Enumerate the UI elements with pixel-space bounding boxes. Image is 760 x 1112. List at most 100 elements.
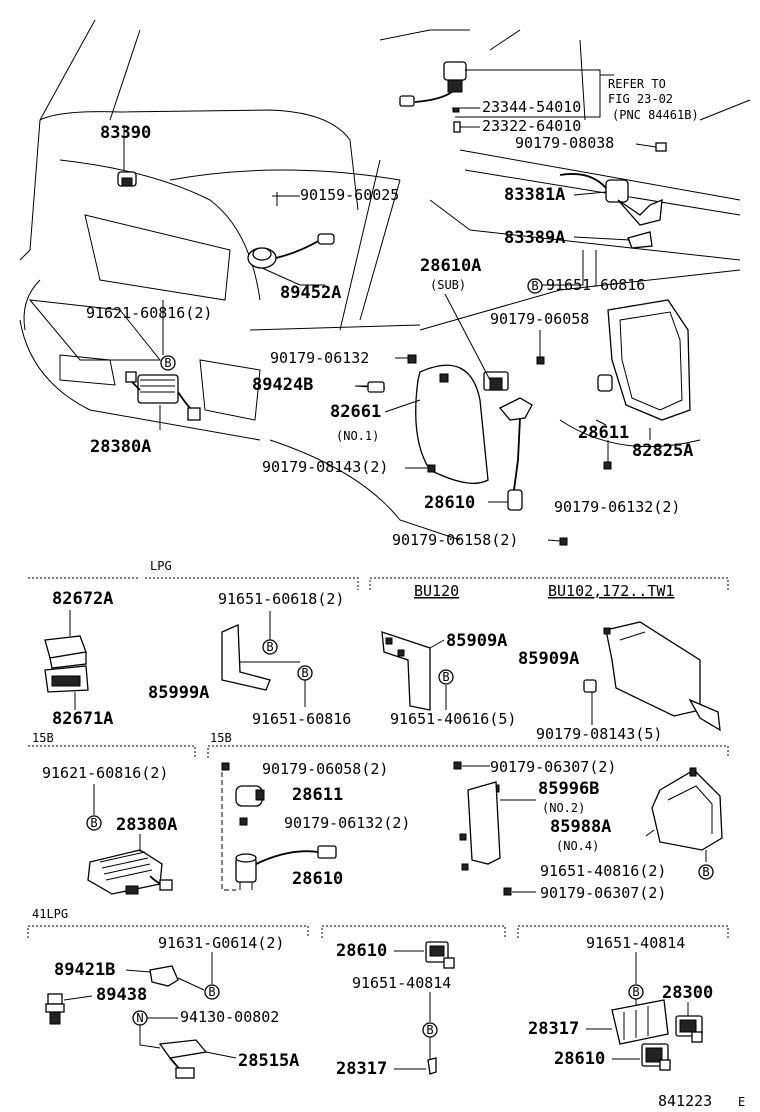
symbol-b-row3-2: B [698, 864, 714, 880]
part-28317-b-bracket [586, 999, 669, 1045]
label-28317-b: 28317 [528, 1019, 579, 1039]
label-89424B: 89424B [252, 375, 313, 395]
label-85999A: 85999A [148, 683, 209, 703]
part-28610-mid-solenoid [221, 772, 337, 891]
part-28610-b1-relay [394, 941, 455, 969]
label-23322-64010: 23322-64010 [482, 117, 581, 135]
label-no4: (NO.4) [556, 839, 599, 853]
label-85988A: 85988A [550, 817, 611, 837]
part-91621-28380A-top [125, 371, 201, 421]
symbol-n-row4: N [132, 1010, 178, 1049]
part-85988A-bracket [645, 767, 723, 862]
symbol-b-top-1: B [160, 355, 176, 371]
label-90179-06058-top: 90179-06058 [490, 310, 589, 328]
part-85999A-bracket [221, 611, 306, 707]
svg-text:B: B [531, 279, 538, 293]
part-28610-top-solenoid [498, 397, 533, 511]
svg-text:B: B [301, 666, 308, 680]
part-28610-b2-relay [612, 1043, 671, 1071]
label-90179-06307-b: 90179-06307(2) [540, 884, 666, 902]
symbol-b-row4-2: B [422, 992, 438, 1060]
label-no2: (NO.2) [542, 801, 585, 815]
nut-90179-06132-top [407, 354, 417, 364]
part-28317-a-bracket [394, 1057, 437, 1075]
svg-text:B: B [632, 985, 639, 999]
label-82825A: 82825A [632, 441, 693, 461]
svg-text:B: B [90, 816, 97, 830]
label-91651-60816-mid: 91651-60816 [252, 710, 351, 728]
label-85909A-1: 85909A [446, 631, 507, 651]
label-90179-06307-a: 90179-06307(2) [490, 758, 616, 776]
label-82672A: 82672A [52, 589, 113, 609]
label-refer-1: REFER TO [608, 77, 666, 91]
part-89452A-sensor [247, 233, 335, 269]
label-23344-54010: 23344-54010 [482, 98, 581, 116]
label-82671A: 82671A [52, 709, 113, 729]
label-no1: (NO.1) [336, 429, 379, 443]
label-83389A: 83389A [504, 228, 565, 248]
section-brackets-row2 [28, 577, 729, 590]
part-82661-bracket [415, 364, 489, 484]
symbol-b-top-2: B [527, 278, 543, 294]
label-90179-08038: 90179-08038 [515, 134, 614, 152]
symbol-b-mid-1: B [262, 639, 278, 655]
label-91651-60618: 91651-60618(2) [218, 590, 344, 608]
label-91651-40814-a: 91651-40814 [352, 974, 451, 992]
label-90179-06058-mid: 90179-06058(2) [262, 760, 388, 778]
label-90159-60025: 90159-60025 [300, 186, 399, 204]
svg-text:B: B [442, 670, 449, 684]
label-28610-mid: 28610 [292, 869, 343, 889]
label-90179-06132-mid: 90179-06132(2) [284, 814, 410, 832]
symbol-b-mid-2: B [297, 665, 313, 681]
label-28380A-mid: 28380A [116, 815, 177, 835]
label-figure-number: 841223 [658, 1092, 712, 1110]
label-refer-2: FIG 23-02 [608, 92, 673, 106]
label-15b-1: 15B [32, 731, 54, 745]
symbol-b-mid-3: B [438, 669, 454, 685]
truck-cab-outline [19, 19, 751, 541]
part-89421B-bracket [125, 965, 205, 991]
label-85996B: 85996B [538, 779, 599, 799]
section-brackets-row3 [28, 745, 729, 758]
label-bu102: BU102,172..TW1 [548, 582, 674, 600]
label-28610A: 28610A [420, 256, 481, 276]
part-85996B-bracket [459, 765, 536, 893]
svg-text:N: N [136, 1011, 143, 1025]
part-82825A-cover [597, 299, 691, 421]
label-28380A-top: 28380A [90, 437, 151, 457]
label-85909A-2: 85909A [518, 649, 579, 669]
label-sub: (SUB) [430, 278, 466, 292]
label-lpg: LPG [150, 559, 172, 573]
label-28610-b2: 28610 [554, 1049, 605, 1069]
label-82661: 82661 [330, 402, 381, 422]
svg-text:B: B [702, 865, 709, 879]
part-28611-mid [235, 785, 265, 807]
label-28611-top: 28611 [578, 423, 629, 443]
label-83381A: 83381A [504, 185, 565, 205]
label-91631-g0614: 91631-G0614(2) [158, 934, 284, 952]
label-83390: 83390 [100, 123, 151, 143]
label-90179-08143-top: 90179-08143(2) [262, 458, 388, 476]
svg-text:B: B [426, 1023, 433, 1037]
part-85909A-bu120 [381, 631, 447, 711]
label-91651-40616: 91651-40616(5) [390, 710, 516, 728]
label-94130-00802: 94130-00802 [180, 1008, 279, 1026]
label-91651-60816-top: 91651-60816 [546, 276, 645, 294]
part-89438-sensor [45, 993, 93, 1025]
label-90179-06158: 90179-06158(2) [392, 531, 518, 549]
part-85909A-bu102 [583, 621, 721, 732]
label-28300: 28300 [662, 983, 713, 1003]
part-28380A-mid [87, 834, 173, 895]
label-91651-40816: 91651-40816(2) [540, 862, 666, 880]
svg-text:B: B [266, 640, 273, 654]
symbol-b-row4-3: B [628, 952, 644, 1010]
label-28610-top: 28610 [424, 493, 475, 513]
symbol-b-row4-1: B [204, 952, 220, 1000]
section-brackets-row4 [27, 925, 729, 938]
label-refer-3: (PNC 84461B) [612, 108, 699, 122]
label-91621-60816-top: 91621-60816(2) [86, 304, 212, 322]
label-90179-06132-2: 90179-06132(2) [554, 498, 680, 516]
svg-text:B: B [208, 985, 215, 999]
symbol-b-row3-1: B [86, 784, 102, 831]
part-83390-switch [117, 171, 137, 187]
